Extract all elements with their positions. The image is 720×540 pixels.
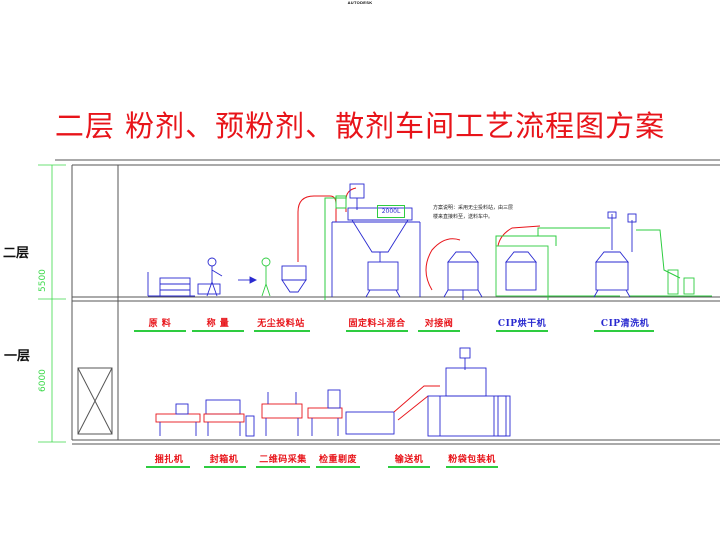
scheme-note: 方案说明：采用无尘投料站，由三层楼来直接料至，送料车中。 [433,205,514,220]
station-label-qr-code: 二维码采集 [259,455,307,465]
green-pipe-network [324,195,712,300]
station-label-cip-dryer: CIP烘干机 [497,319,547,329]
station-label-hopper-mixer: 固定料斗混合 [348,319,406,329]
dust-free-feeding-station [261,257,307,297]
checkweigher [307,389,343,436]
weighing-operator [197,257,223,297]
strapping-machine [155,403,201,436]
carton-sealing-machine [203,399,255,437]
station-underline [146,466,190,468]
floor-label-1: 一层 [4,349,31,364]
autodesk-watermark: AUTODESK [347,0,373,5]
diagram-title: 二层 粉剂、预粉剂、散剂车间工艺流程图方案 [54,109,666,143]
station-label-docking-valve: 对接阀 [424,319,454,329]
cip-washer [593,211,695,298]
fixed-hopper-mixer [331,183,421,298]
station-label-cip-washer: CIP清洗机 [600,319,650,329]
building-structure [55,159,720,445]
station-underline [594,330,654,332]
cip-dryer [495,245,549,297]
dimension-lines [38,164,66,443]
raw-material-pallet [147,272,195,297]
floor-height-2: 5500 [38,269,48,292]
station-underline [254,330,310,332]
station-label-conveyor: 输送机 [394,455,424,465]
floor-label-2: 二层 [3,246,30,261]
station-label-feeding-station: 无尘投料站 [257,319,305,329]
station-label-packaging: 粉袋包装机 [448,455,496,465]
floor-height-1: 6000 [38,369,48,392]
station-underline [316,466,360,468]
tank-capacity-label: 2000L [377,205,405,218]
station-underline [388,466,430,468]
station-underline [496,330,548,332]
station-label-weighing: 称 量 [206,319,230,329]
docking-valve-station [443,251,483,300]
station-underline [204,466,246,468]
conveyor [345,385,440,435]
station-label-raw-material: 原 料 [148,319,172,329]
qr-code-collector [261,392,303,436]
station-underline [134,330,186,332]
arrow-to-feeding-station [238,276,258,284]
station-label-checkweigher: 检重剔废 [318,455,357,465]
station-underline [446,466,498,468]
station-underline [192,330,244,332]
station-label-sealing: 封箱机 [209,455,239,465]
station-underline [346,330,408,332]
station-underline [418,330,460,332]
powder-bag-packaging-machine [427,347,511,437]
station-underline [256,466,310,468]
station-label-strapping: 捆扎机 [154,455,184,465]
